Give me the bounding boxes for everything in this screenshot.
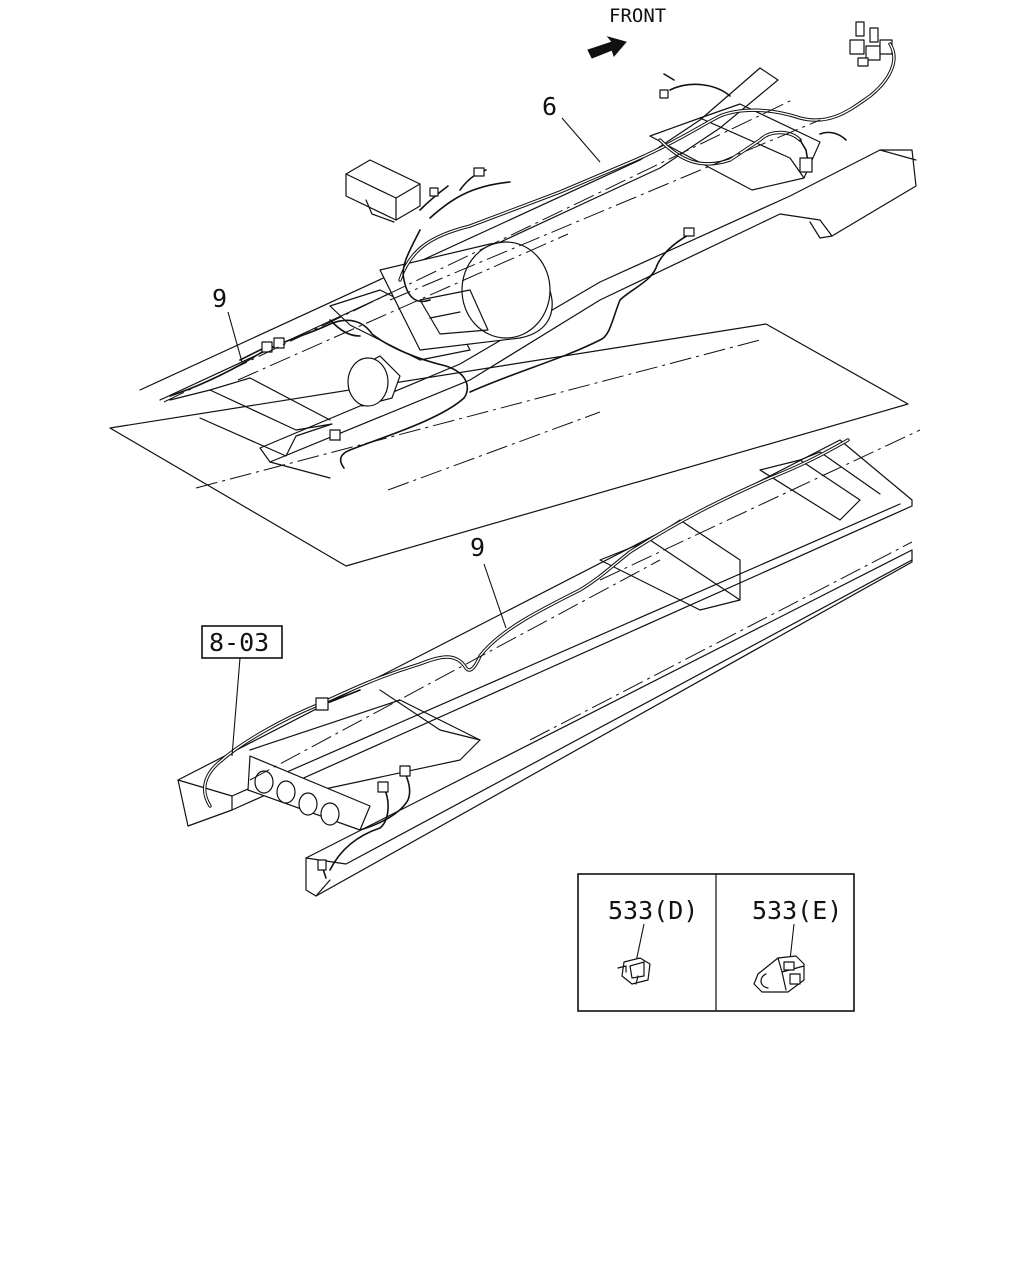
callout-label-9-lower: 9 <box>470 533 485 562</box>
inset-label-533e: 533(E) <box>752 896 842 925</box>
callout-label-6: 6 <box>542 92 557 121</box>
left-frame-rail <box>139 67 779 401</box>
callout-ref-box: 8-03 <box>201 625 283 757</box>
ref-box-label: 8-03 <box>209 628 269 657</box>
front-indicator: FRONT <box>587 5 666 59</box>
callout-6: 6 <box>542 92 601 163</box>
center-lines <box>163 99 921 781</box>
clip-533d-icon <box>617 957 651 985</box>
lower-rear-harness <box>202 438 850 808</box>
floor-panel <box>109 323 909 567</box>
callout-9-lower: 9 <box>470 533 507 629</box>
lower-left-rail <box>177 439 913 827</box>
callout-9-upper: 9 <box>212 284 243 363</box>
front-connector-block <box>849 21 893 67</box>
lower-frame-assembly <box>177 438 913 897</box>
lower-crossmember-3 <box>759 459 861 521</box>
crossmember-front <box>649 117 805 191</box>
inset-label-533d: 533(D) <box>608 896 698 925</box>
battery-box <box>345 159 421 221</box>
front-label: FRONT <box>609 5 666 27</box>
clip-inset-panel: 533(D) 533(E) <box>577 873 855 1012</box>
main-harness <box>398 42 896 282</box>
rear-lamp-cluster <box>247 755 371 831</box>
callout-label-9-upper: 9 <box>212 284 227 313</box>
lower-right-rail <box>305 549 913 897</box>
crossmember-mid <box>329 289 471 361</box>
clip-533e-icon <box>753 955 805 993</box>
right-frame-rail <box>259 149 917 463</box>
lower-crossmember-2 <box>599 539 741 611</box>
front-arrow-icon <box>587 36 627 59</box>
upper-frame-assembly <box>109 21 917 567</box>
